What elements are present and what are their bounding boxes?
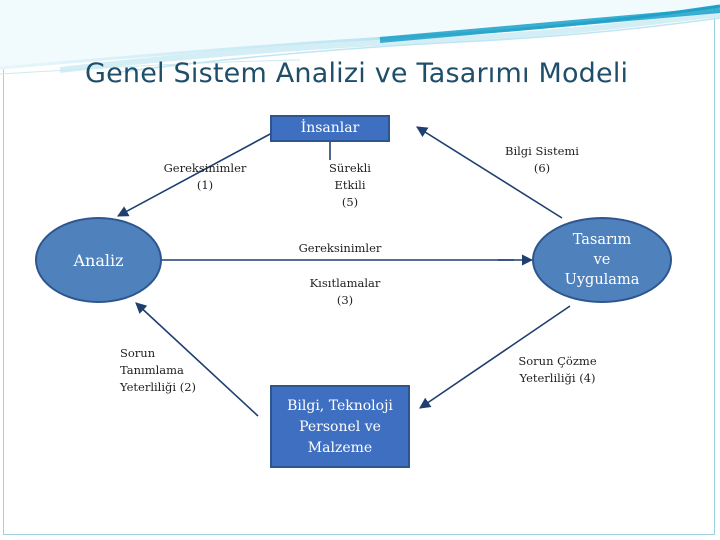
- wave-decoration: [0, 0, 720, 75]
- analiz-label: Analiz: [73, 250, 124, 270]
- kisitlamalar-label: Kısıtlamalar (3): [309, 276, 381, 307]
- page-title: Genel Sistem Analizi ve Tasarımı Modeli: [85, 58, 629, 89]
- insanlar-label: İnsanlar: [300, 120, 360, 136]
- insanlar-box: İnsanlar: [270, 115, 390, 142]
- arrow-insanlar-to-analiz: [117, 132, 273, 217]
- arrow-bilgi-to-analiz: [135, 302, 259, 417]
- tasarim-node: Tasarım ve Uygulama: [532, 217, 672, 303]
- bilgi-sistemi-label: Bilgi Sistemi (6): [505, 144, 579, 175]
- sorun-tanimlama-label: Sorun Tanımlama Yeterliliği (2): [120, 346, 197, 394]
- gereksinimler-center-label: Gereksinimler: [298, 241, 382, 255]
- arrow-tasarim-to-bilgi: [419, 305, 571, 409]
- sorun-cozme-label: Sorun Çözme Yeterliliği (4): [518, 354, 597, 385]
- surekli-etkili-label: Sürekli Etkili (5): [329, 161, 371, 209]
- bilgi-teknoloji-box: Bilgi, Teknoloji Personel ve Malzeme: [270, 385, 410, 468]
- gereksinimler-1-label: Gereksinimler (1): [163, 161, 247, 192]
- arrow-bilgisistemi-to-insanlar: [416, 126, 563, 219]
- analiz-node: Analiz: [35, 217, 162, 303]
